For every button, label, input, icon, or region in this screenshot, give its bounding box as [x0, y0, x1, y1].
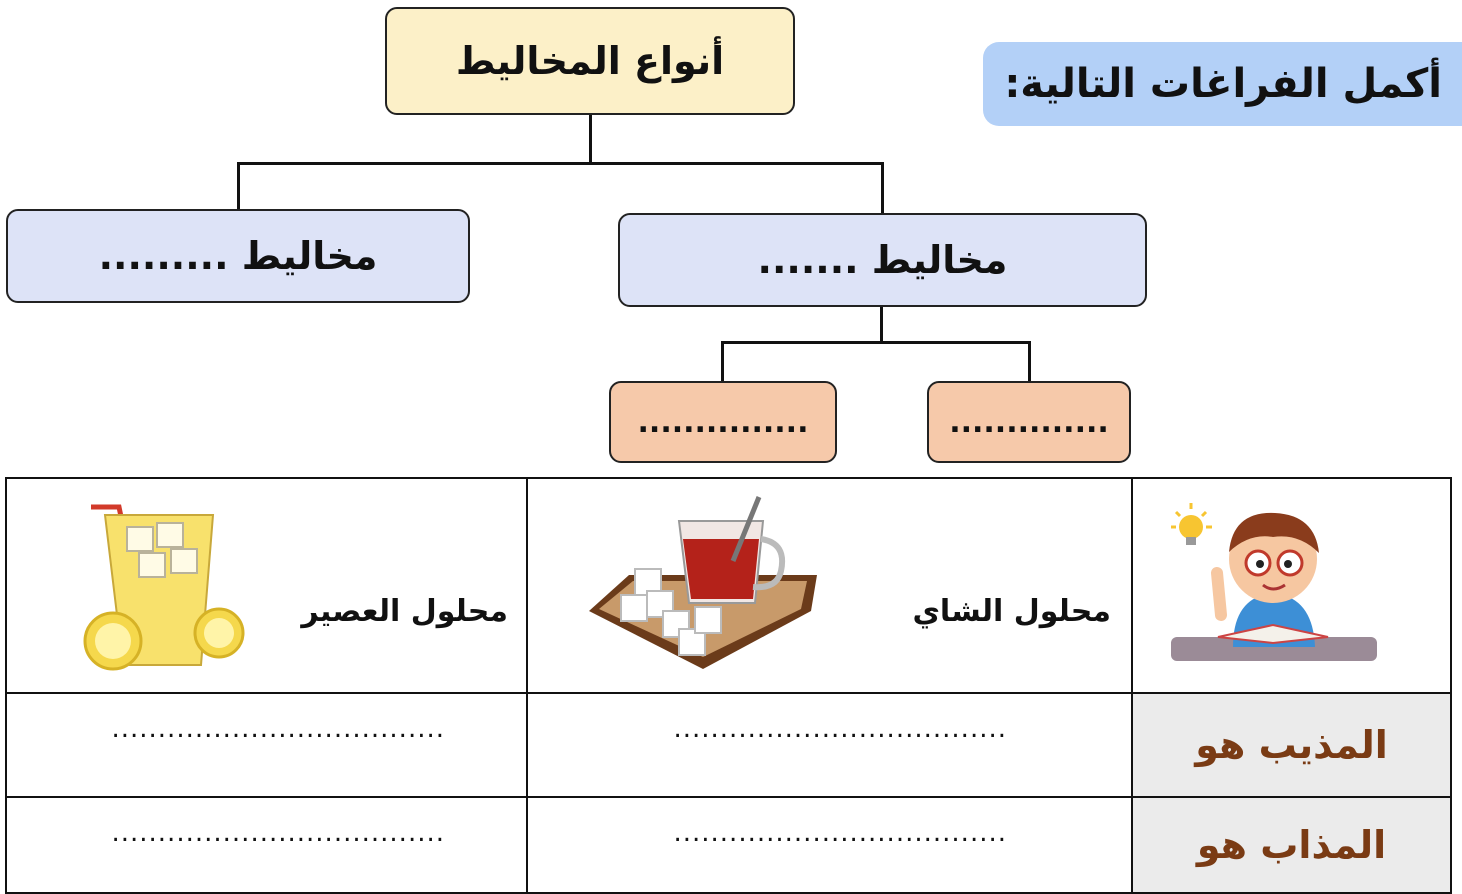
row-label-solvent: المذيب هو — [1131, 692, 1452, 798]
juice-solution-cell: محلول العصير — [5, 477, 528, 694]
juice-solution-label: محلول العصير — [301, 594, 508, 629]
tree-branch-left-label: مخاليط ......... — [98, 234, 378, 278]
tree-root-box: أنواع المخاليط — [385, 7, 795, 115]
tea-solution-label: محلول الشاي — [912, 594, 1111, 629]
row-label-solute: المذاب هو — [1131, 796, 1452, 894]
connector-line — [1028, 341, 1031, 382]
connector-line — [721, 341, 724, 382]
tree-sub-right-blank: .............. — [949, 404, 1109, 440]
tree-branch-left-box[interactable]: مخاليط ......... — [6, 209, 470, 303]
answer-cell-tea-solute[interactable]: .................................... — [526, 796, 1133, 894]
table-row: المذيب هو ..............................… — [5, 692, 1452, 798]
table-row: المذاب هو ..............................… — [5, 796, 1452, 894]
boy-picture-cell — [1131, 477, 1452, 694]
answer-cell-juice-solute[interactable]: .................................... — [5, 796, 528, 894]
answer-cell-tea-solvent[interactable]: .................................... — [526, 692, 1133, 798]
connector-line — [237, 162, 240, 210]
tree-branch-right-box[interactable]: مخاليط ....... — [618, 213, 1147, 307]
juice-glass-icon — [83, 504, 245, 671]
connector-line — [881, 162, 884, 214]
tree-branch-right-label: مخاليط ....... — [757, 238, 1008, 282]
connector-line — [880, 305, 883, 343]
blank-tea-solute: .................................... — [673, 818, 1007, 848]
answer-cell-juice-solvent[interactable]: .................................... — [5, 692, 528, 798]
boy-studying-icon — [1171, 503, 1377, 661]
connector-line — [237, 162, 884, 165]
instruction-text: أكمل الفراغات التالية: — [1004, 61, 1442, 107]
blank-juice-solvent: .................................... — [111, 714, 445, 744]
blank-tea-solvent: .................................... — [673, 714, 1007, 744]
table-header-row: محلول الشاي — [5, 477, 1452, 694]
tree-root-label: أنواع المخاليط — [455, 39, 725, 83]
instruction-banner: أكمل الفراغات التالية: — [983, 42, 1462, 126]
connector-line — [721, 341, 1031, 344]
tea-solution-cell: محلول الشاي — [526, 477, 1133, 694]
worksheet-table: محلول الشاي — [5, 477, 1452, 894]
tea-glass-icon — [589, 496, 817, 669]
tree-sub-right-box[interactable]: .............. — [927, 381, 1131, 463]
tree-sub-left-box[interactable]: ............... — [609, 381, 837, 463]
connector-line — [589, 115, 592, 164]
blank-juice-solute: .................................... — [111, 818, 445, 848]
tree-sub-left-blank: ............... — [637, 404, 809, 440]
